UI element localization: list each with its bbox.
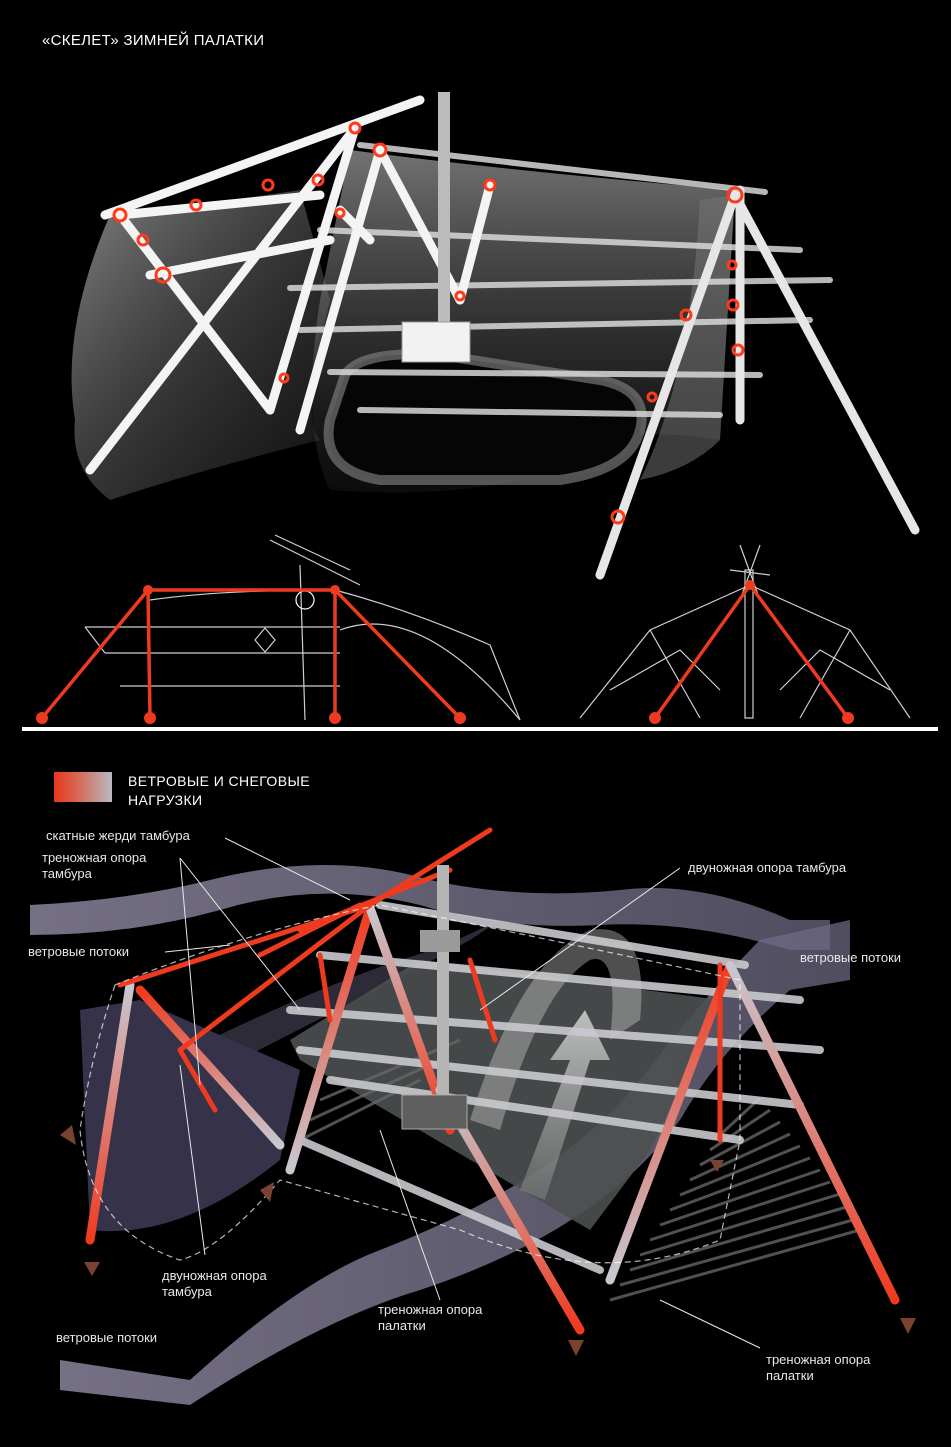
label-roof-poles: скатные жерди тамбура — [46, 828, 190, 843]
legend-line-2: НАГРУЗКИ — [128, 792, 203, 808]
label-tripod-tent-right: треножная опора палатки — [766, 1352, 870, 1384]
elevation-drawings — [22, 534, 938, 731]
label-bipod-vestibule-bottom-line-1: двуножная опора — [162, 1268, 267, 1283]
label-tripod-vestibule: треножная опора тамбура — [42, 850, 146, 882]
label-bipod-vestibule-bottom-line-2: тамбура — [162, 1284, 212, 1299]
label-tripod-tent-right-line-2: палатки — [766, 1368, 814, 1383]
legend-text: ВЕТРОВЫЕ И СНЕГОВЫЕ НАГРУЗКИ — [128, 772, 310, 810]
label-bipod-vestibule-bottom: двуножная опора тамбура — [162, 1268, 267, 1300]
label-tripod-tent-center-line-2: палатки — [378, 1318, 426, 1333]
label-bipod-vestibule-top: двуножная опора тамбура — [688, 860, 847, 875]
legend-gradient-swatch — [54, 772, 112, 802]
diagram-title: «СКЕЛЕТ» ЗИМНЕЙ ПАЛАТКИ — [42, 32, 265, 49]
label-tripod-tent-right-line-1: треножная опора — [766, 1352, 871, 1367]
label-tripod-vestibule-line-2: тамбура — [42, 866, 92, 881]
load-diagram — [30, 827, 916, 1405]
label-tripod-tent-center: треножная опора палатки — [378, 1302, 482, 1334]
top-tent-illustration — [71, 92, 920, 580]
label-wind-left-bottom: ветровые потоки — [56, 1330, 158, 1345]
label-tripod-tent-center-line-1: треножная опора — [378, 1302, 483, 1317]
legend-line-1: ВЕТРОВЫЕ И СНЕГОВЫЕ — [128, 773, 310, 789]
label-wind-right: ветровые потоки — [800, 950, 902, 965]
label-tripod-vestibule-line-1: треножная опора — [42, 850, 147, 865]
label-wind-left-top: ветровые потоки — [28, 944, 130, 959]
